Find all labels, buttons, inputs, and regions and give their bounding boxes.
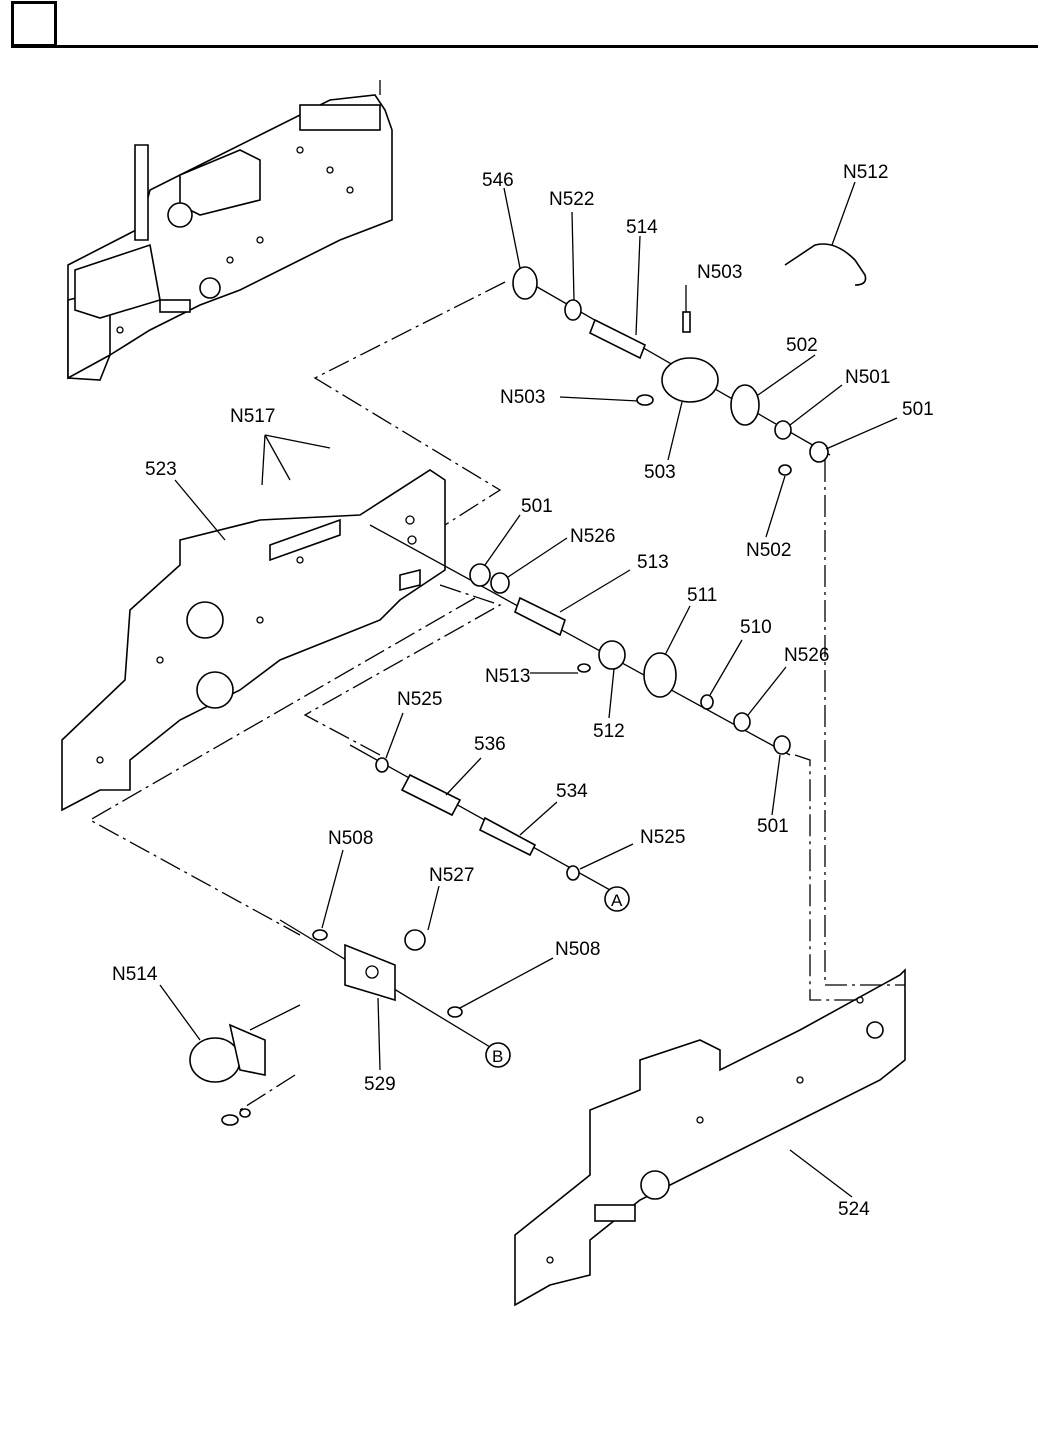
callout-N526-right: N526 [784, 645, 829, 666]
callout-501-upper: 501 [902, 399, 934, 420]
marker-A-label: A [611, 891, 623, 910]
callout-N512: N512 [843, 162, 888, 183]
part-513 [515, 598, 565, 635]
callout-N503-top: N503 [697, 262, 742, 283]
reference-marker-B: B [486, 1043, 510, 1067]
part-N502 [779, 465, 791, 475]
callout-510: 510 [740, 617, 772, 638]
callout-N527: N527 [429, 865, 474, 886]
part-536 [402, 775, 460, 815]
part-546 [513, 267, 537, 299]
part-501-upper [810, 442, 828, 462]
callout-N525-left: N525 [397, 689, 442, 710]
callout-523: 523 [145, 459, 177, 480]
part-N503-top [683, 312, 690, 332]
part-N527 [405, 930, 425, 950]
part-501-mid [470, 564, 490, 586]
callout-513: 513 [637, 552, 669, 573]
side-plate-524 [515, 970, 905, 1305]
callout-512: 512 [593, 721, 625, 742]
callout-N517: N517 [230, 406, 275, 427]
side-plate-523 [62, 470, 445, 810]
part-N525-right [567, 866, 579, 880]
callout-501-mid: 501 [521, 496, 553, 517]
part-N525-left [376, 758, 388, 772]
washer [240, 1109, 250, 1117]
callout-N522: N522 [549, 189, 594, 210]
part-N514 [190, 1038, 240, 1082]
part-510 [701, 695, 713, 709]
callout-N525-right: N525 [640, 827, 685, 848]
part-534 [480, 818, 535, 855]
callout-N508-left: N508 [328, 828, 373, 849]
part-503 [662, 358, 718, 402]
part-N526-right [734, 713, 750, 731]
upper-shaft-parts [513, 244, 866, 475]
callout-N513: N513 [485, 666, 530, 687]
part-N526-mid [491, 573, 509, 593]
marker-B-label: B [492, 1047, 503, 1066]
callout-N502: N502 [746, 540, 791, 561]
screw [222, 1115, 238, 1125]
belt-N512 [785, 244, 866, 285]
callout-501-lower: 501 [757, 816, 789, 837]
callout-503: 503 [644, 462, 676, 483]
part-502 [731, 385, 759, 425]
part-N508-right [448, 1007, 462, 1017]
part-512 [599, 641, 625, 669]
part-N503-side [637, 395, 653, 405]
bracket-assembly [190, 930, 462, 1125]
callout-N508-right: N508 [555, 939, 600, 960]
callout-N526-mid: N526 [570, 526, 615, 547]
middle-shaft-parts [470, 564, 790, 754]
callout-N503-side: N503 [500, 387, 545, 408]
callout-546: 546 [482, 170, 514, 191]
assembly-overview [68, 80, 392, 380]
part-511 [644, 653, 676, 697]
part-N501 [775, 421, 791, 439]
callout-524: 524 [838, 1199, 870, 1220]
callout-N514: N514 [112, 964, 158, 985]
part-501-lower [774, 736, 790, 754]
callout-502: 502 [786, 335, 818, 356]
reference-marker-A: A [605, 887, 629, 911]
callout-534: 534 [556, 781, 588, 802]
part-N508-left [313, 930, 327, 940]
callout-514: 514 [626, 217, 658, 238]
part-N522 [565, 300, 581, 320]
part-529 [345, 945, 395, 1000]
part-N513 [578, 664, 590, 672]
callout-536: 536 [474, 734, 506, 755]
callout-529: 529 [364, 1074, 396, 1095]
callout-511: 511 [687, 585, 717, 606]
callout-N501: N501 [845, 367, 890, 388]
